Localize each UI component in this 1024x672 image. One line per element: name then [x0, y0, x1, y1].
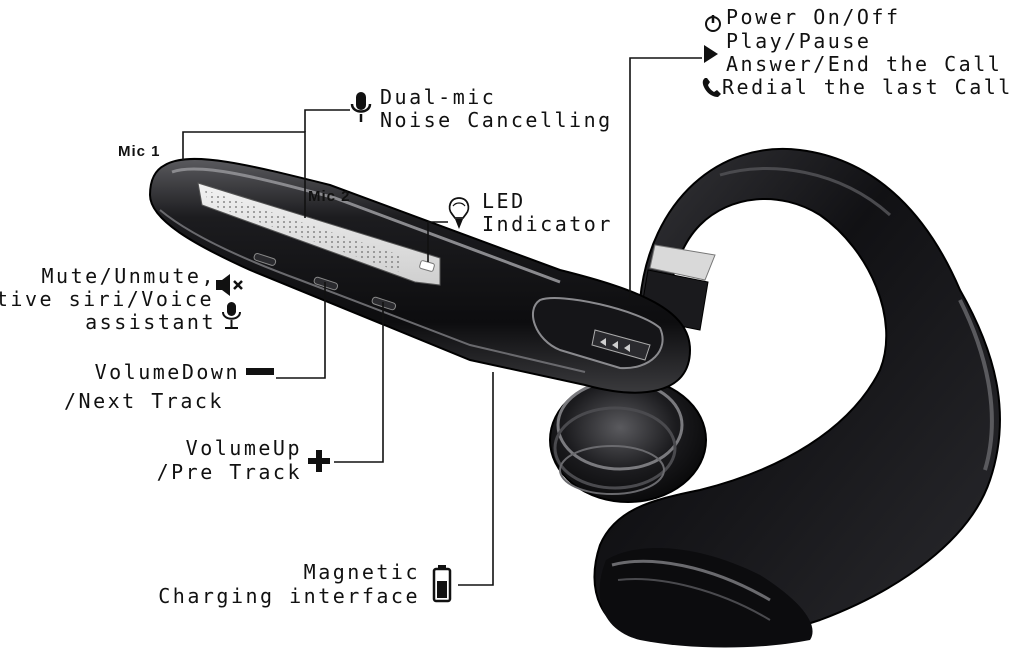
label-redial: Redial the last Call — [722, 75, 1013, 99]
label-active-siri: Active siri/Voice — [0, 287, 214, 311]
label-volume-down: VolumeDown — [94, 360, 240, 384]
boom-body — [148, 157, 692, 394]
voice-mic-icon — [222, 302, 241, 329]
led-bulb-icon — [448, 197, 470, 229]
label-led: LED — [482, 189, 526, 213]
label-indicator: Indicator — [482, 212, 613, 236]
label-noise-cancelling: Noise Cancelling — [380, 108, 613, 132]
side-buttons — [253, 253, 397, 311]
label-play-pause: Play/Pause — [726, 29, 872, 53]
play-icon — [704, 45, 718, 63]
battery-icon — [432, 565, 452, 603]
label-mute-unmute: Mute/Unmute, — [41, 264, 216, 288]
phone-icon — [702, 78, 721, 97]
minus-icon — [246, 368, 274, 375]
label-charging-interface: Charging interface — [158, 584, 420, 608]
microphone-icon — [350, 92, 372, 122]
ear-hook — [593, 147, 1001, 648]
label-answer-end: Answer/End the Call — [726, 52, 1003, 76]
mute-speaker-icon — [216, 274, 243, 296]
label-pre-track: /Pre Track — [156, 460, 302, 484]
label-next-track: /Next Track — [64, 389, 224, 413]
label-magnetic: Magnetic — [303, 560, 420, 584]
ear-bud — [549, 377, 707, 503]
label-mic-1: Mic 1 — [118, 143, 161, 160]
label-assistant: assistant — [85, 310, 216, 334]
label-power: Power On/Off — [726, 5, 901, 29]
label-mic-2: Mic 2 — [308, 188, 351, 205]
label-volume-up: VolumeUp — [185, 436, 302, 460]
leader-lines — [182, 57, 702, 586]
plus-icon — [308, 450, 330, 472]
power-icon — [705, 15, 721, 32]
label-dual-mic: Dual-mic — [380, 85, 497, 109]
